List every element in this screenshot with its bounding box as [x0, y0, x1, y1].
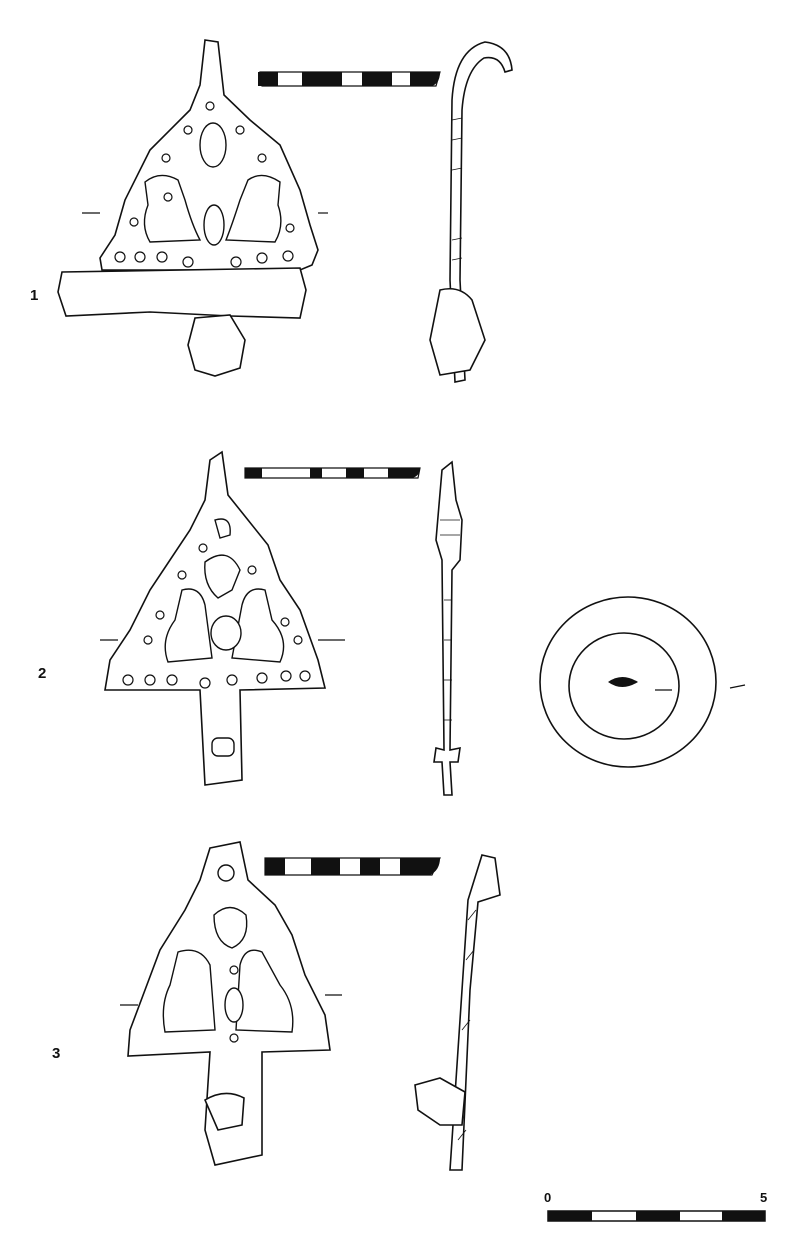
pendant-3-section: [264, 856, 441, 876]
ring-dots: [122, 543, 311, 689]
pendant-2-side-profile: [433, 460, 463, 796]
scale-bar: [547, 1210, 766, 1222]
figure-label-1: 1: [30, 287, 39, 304]
pendant-3-side-profile: [414, 854, 501, 1171]
pendant-2-section: [244, 466, 421, 480]
scale-end-label: 5: [760, 1190, 768, 1205]
ring-front-view: [539, 596, 746, 768]
scale-start-label: 0: [544, 1190, 552, 1205]
ring-dots: [114, 101, 295, 268]
pendant-1-side-profile: [429, 41, 513, 383]
figure-label-3: 3: [52, 1045, 61, 1062]
figure-label-2: 2: [38, 665, 47, 682]
pendant-1-front-view: [57, 39, 328, 377]
pendant-2-front-view: [100, 450, 345, 786]
pendant-3-front-view: [120, 841, 342, 1166]
pendant-1-section: [258, 70, 441, 88]
